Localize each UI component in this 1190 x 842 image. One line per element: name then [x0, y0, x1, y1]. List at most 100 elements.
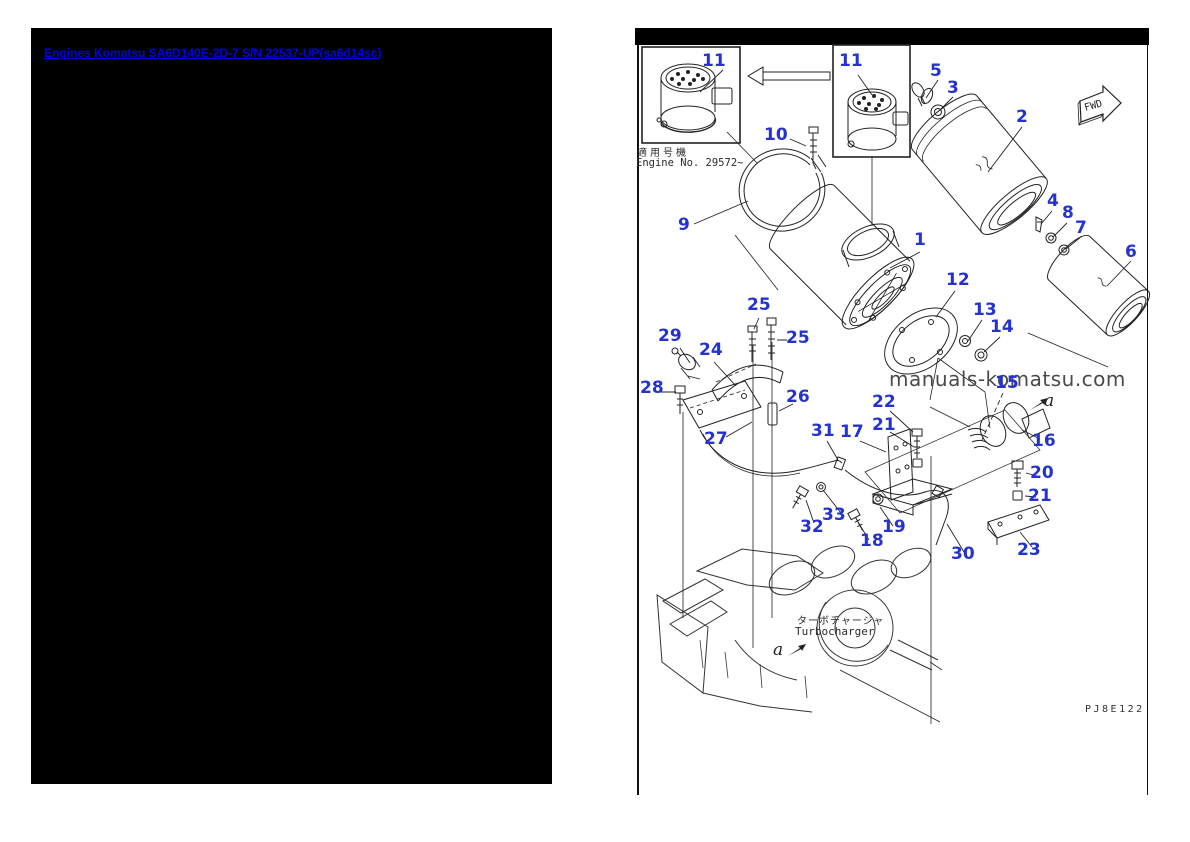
- inner-element-drawing: [1047, 234, 1151, 337]
- engine-turbocharger-drawing: [656, 545, 943, 713]
- sensor-29-drawing: [671, 347, 701, 380]
- view-a-arrows: [788, 398, 1048, 656]
- part-callout-14: 14: [990, 317, 1014, 337]
- part-callout-7: 7: [1075, 218, 1087, 238]
- fwd-arrow-icon: FWD: [1077, 84, 1122, 126]
- bracket-23-drawing: [987, 504, 1050, 545]
- left-black-panel: Engines Komatsu SA6D140E-2D-7 S/N 22537-…: [31, 28, 552, 784]
- nut-21a-drawing: [912, 458, 923, 468]
- part-callout-1: 1: [914, 230, 926, 250]
- part-callout-30: 30: [951, 544, 975, 564]
- view-label-a-bottom: a: [773, 640, 784, 660]
- applicability-note-jp: 適用号機: [637, 148, 689, 159]
- seal-ring-drawing: [930, 104, 946, 120]
- part-callout-4: 4: [1047, 191, 1059, 211]
- part-callout-32: 32: [800, 517, 824, 537]
- nut-21b-drawing: [1012, 490, 1023, 501]
- part-callout-16: 16: [1032, 431, 1056, 451]
- part-callout-6: 6: [1125, 242, 1137, 262]
- parts-diagram-panel: [630, 28, 1155, 800]
- part-callout-22: 22: [872, 392, 896, 412]
- bracket-27-drawing: [682, 380, 762, 429]
- part-callout-20: 20: [1030, 463, 1054, 483]
- fwd-text: FWD: [1083, 98, 1103, 114]
- bolt-18-drawing: [847, 508, 864, 531]
- part-callout-33: 33: [822, 505, 846, 525]
- part-callout-24: 24: [699, 340, 723, 360]
- part-callout-21b: 21: [1028, 486, 1052, 506]
- bracket-17-drawing: [871, 428, 954, 516]
- scan-top-border: [635, 28, 1149, 45]
- part-callout-5: 5: [930, 61, 942, 81]
- part-callout-12: 12: [946, 270, 970, 290]
- turbocharger-label-jp: ターボチャージャ: [797, 616, 885, 627]
- part-callout-25a: 25: [747, 295, 771, 315]
- part-callout-18: 18: [860, 531, 884, 551]
- cap-16-drawing: [979, 402, 1051, 447]
- bolt-32-drawing: [792, 485, 810, 509]
- nut-19-drawing: [872, 493, 884, 505]
- hose-31-drawing: [699, 429, 847, 477]
- part-callout-11b: 11: [839, 51, 863, 71]
- leader-lines: [661, 69, 1132, 553]
- part-callout-28: 28: [640, 378, 664, 398]
- part-callout-11a: 11: [702, 51, 726, 71]
- spacer-26-drawing: [767, 402, 778, 426]
- bolt-25a-drawing: [747, 325, 758, 362]
- gasket-drawing: [884, 307, 958, 375]
- leader-15-dashed: [981, 392, 1004, 441]
- wing-bolt-drawing: [911, 82, 934, 107]
- precleaner-cap-drawing-a: [656, 63, 733, 133]
- outer-element-drawing: [910, 93, 1048, 235]
- nut-13-drawing: [959, 335, 971, 347]
- bolt-20-drawing: [1011, 460, 1024, 487]
- part-callout-23: 23: [1017, 540, 1041, 560]
- part-callout-3: 3: [947, 78, 959, 98]
- view-label-a-top: a: [1044, 391, 1055, 411]
- part-callout-31: 31: [811, 421, 835, 441]
- air-cleaner-body-drawing: [768, 183, 915, 330]
- inset-box-precleaner: [641, 46, 741, 144]
- part-callout-27: 27: [704, 429, 728, 449]
- nut-8-drawing: [1045, 232, 1057, 244]
- part-callout-13: 13: [973, 300, 997, 320]
- washer-7-drawing: [1058, 244, 1070, 256]
- washer-33-drawing: [816, 482, 826, 492]
- replacement-arrow-icon: [747, 66, 831, 86]
- part-callout-29: 29: [658, 326, 682, 346]
- watermark-text: manuals-komatsu.com: [889, 367, 1126, 391]
- clamp-bolt-drawing: [808, 126, 819, 170]
- part-callout-9: 9: [678, 215, 690, 235]
- air-cleaner-inlet-drawing: [841, 223, 900, 268]
- engine-model-link[interactable]: Engines Komatsu SA6D140E-2D-7 S/N 22537-…: [44, 46, 382, 60]
- drawing-code: PJ8E122: [1085, 704, 1145, 715]
- band-clamp-drawing: [738, 148, 827, 232]
- part-callout-25b: 25: [786, 328, 810, 348]
- part-callout-26: 26: [786, 387, 810, 407]
- part-callout-17: 17: [840, 422, 864, 442]
- mesh-dots-a: [670, 70, 705, 86]
- bolt-22-drawing: [911, 428, 923, 458]
- scan-left-border: [637, 45, 639, 795]
- pin-4-drawing: [1035, 216, 1043, 233]
- mount-panel-outline: [864, 409, 1041, 514]
- applicability-note-en: Engine No. 29572~: [636, 157, 744, 169]
- scan-right-border: [1147, 45, 1148, 795]
- vacuator-15-drawing: [929, 357, 991, 451]
- guide-lines: [682, 131, 1109, 724]
- nut-14-drawing: [974, 348, 988, 362]
- bolt-25b-drawing: [766, 317, 777, 360]
- part-callout-2: 2: [1016, 107, 1028, 127]
- part-callout-8: 8: [1062, 203, 1074, 223]
- part-callout-19: 19: [882, 517, 906, 537]
- mesh-dots-b: [857, 94, 884, 111]
- part-callout-21a: 21: [872, 415, 896, 435]
- part-callout-15: 15: [995, 373, 1019, 393]
- box-precleaner-current: [832, 44, 911, 158]
- hose-30-drawing: [844, 469, 949, 546]
- bolt-28-drawing: [674, 385, 686, 414]
- turbocharger-label-en: Turbocharger: [795, 625, 875, 638]
- part-callout-10: 10: [764, 125, 788, 145]
